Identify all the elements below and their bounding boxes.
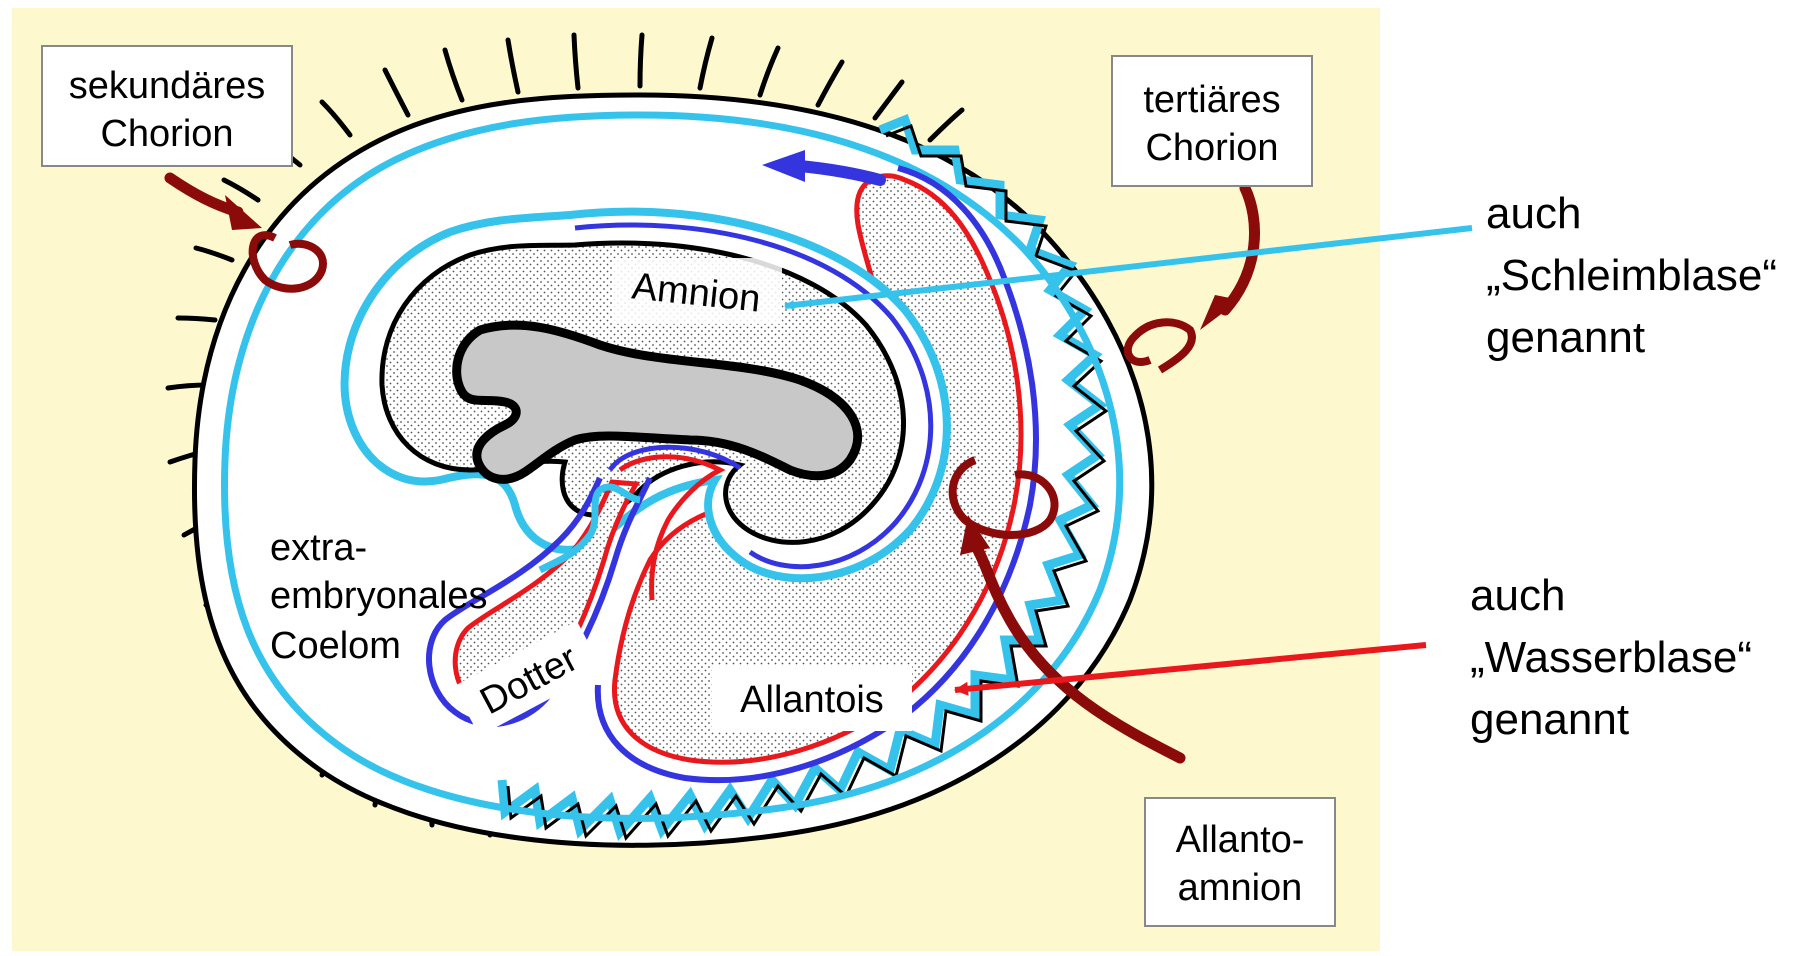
label-line: Coelom xyxy=(270,625,401,667)
label-tert-chorion: tertiäres Chorion xyxy=(1112,56,1312,186)
label-line: amnion xyxy=(1178,867,1303,909)
annotation-line: genannt xyxy=(1470,695,1629,744)
label-line: tertiäres xyxy=(1143,79,1280,121)
label-line: Chorion xyxy=(100,113,233,155)
annotation-line: „Wasserblase“ xyxy=(1470,633,1752,682)
label-line: embryonales xyxy=(270,575,488,617)
label-allantois: Allantois xyxy=(740,679,884,721)
label-line: Allanto- xyxy=(1176,819,1305,861)
label-allantoamnion: Allanto- amnion xyxy=(1145,798,1335,926)
label-line: sekundäres xyxy=(69,65,265,107)
annotation-line: auch xyxy=(1470,571,1565,620)
annotation-line: auch xyxy=(1486,189,1581,238)
annotation-line: genannt xyxy=(1486,313,1645,362)
annotation-line: „Schleimblase“ xyxy=(1486,251,1777,300)
label-line: extra- xyxy=(270,527,367,569)
annotation-schleimblase: auch „Schleimblase“ genannt xyxy=(1486,189,1777,362)
annotation-wasserblase: auch „Wasserblase“ genannt xyxy=(1470,571,1752,744)
label-sek-chorion: sekundäres Chorion xyxy=(42,46,292,166)
label-line: Chorion xyxy=(1145,127,1278,169)
